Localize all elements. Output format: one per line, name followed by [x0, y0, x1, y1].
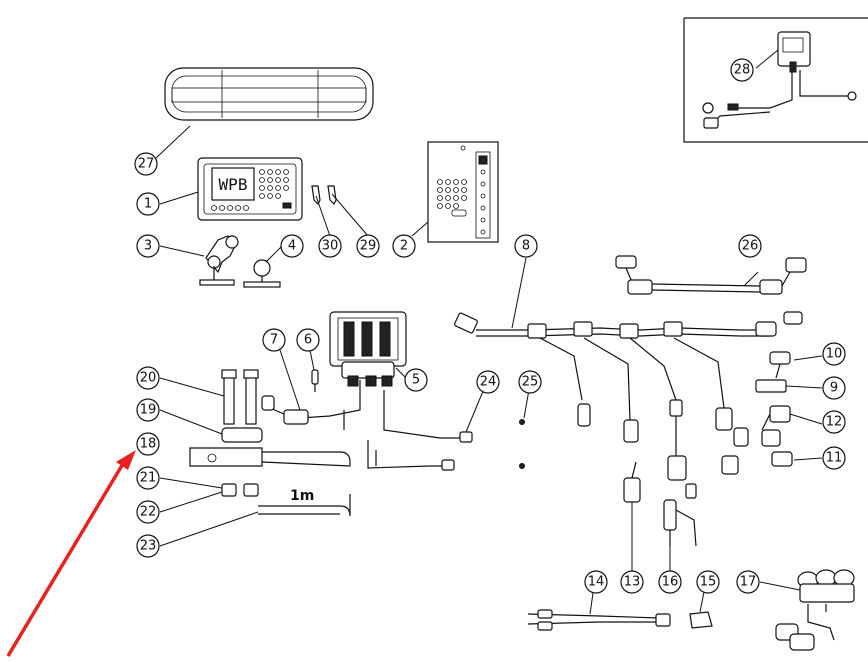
svg-text:15: 15 — [700, 575, 717, 590]
callout-15: 15 — [696, 570, 720, 594]
svg-text:21: 21 — [140, 471, 157, 486]
cable-24 — [367, 390, 473, 471]
svg-text:2: 2 — [400, 239, 408, 254]
callout-18: 18 — [136, 432, 160, 456]
callout-26: 26 — [738, 234, 762, 258]
svg-text:8: 8 — [522, 239, 530, 254]
red-arrow — [6, 450, 136, 657]
callout-24: 24 — [476, 370, 500, 394]
svg-text:10: 10 — [826, 347, 843, 362]
cable-14 — [527, 609, 671, 631]
assembly-17 — [775, 569, 855, 651]
callout-6: 6 — [296, 328, 320, 352]
svg-text:22: 22 — [140, 505, 157, 520]
cover-27 — [164, 67, 374, 121]
callout-28: 28 — [730, 58, 754, 82]
svg-text:3: 3 — [144, 239, 152, 254]
callout-19: 19 — [136, 398, 160, 422]
inset-box — [683, 17, 868, 143]
callout-7: 7 — [262, 328, 286, 352]
callout-30: 30 — [318, 234, 342, 258]
svg-text:17: 17 — [740, 575, 757, 590]
mounting-hardware-18-23: 1m — [189, 369, 351, 517]
small-parts-25 — [519, 419, 525, 469]
svg-text:1: 1 — [144, 197, 152, 212]
sensors-13-16 — [623, 461, 697, 547]
callout-4: 4 — [280, 234, 304, 258]
cable-length-label: 1m — [290, 488, 314, 504]
svg-text:16: 16 — [662, 575, 679, 590]
svg-text:27: 27 — [138, 157, 155, 172]
harness-26 — [615, 255, 807, 325]
callout-17: 17 — [736, 570, 760, 594]
svg-text:4: 4 — [288, 239, 296, 254]
harness-8 — [454, 312, 777, 481]
display-unit-1: WPB — [197, 157, 303, 221]
svg-text:29: 29 — [360, 239, 377, 254]
callout-29: 29 — [356, 234, 380, 258]
callout-21: 21 — [136, 466, 160, 490]
callout-5: 5 — [404, 368, 428, 392]
display-keypad — [211, 169, 292, 211]
leader-lines — [155, 49, 823, 615]
callout-23: 23 — [136, 534, 160, 558]
connectors-9-12 — [721, 351, 793, 475]
svg-text:18: 18 — [140, 437, 157, 452]
svg-text:14: 14 — [588, 575, 605, 590]
svg-text:13: 13 — [624, 575, 641, 590]
callout-25: 25 — [518, 370, 542, 394]
callout-10: 10 — [822, 342, 846, 366]
fuse-6 — [311, 369, 319, 392]
svg-text:23: 23 — [140, 539, 157, 554]
callout-13: 13 — [620, 570, 644, 594]
callout-14: 14 — [584, 570, 608, 594]
callout-27: 27 — [134, 152, 158, 176]
svg-text:24: 24 — [480, 375, 497, 390]
callout-22: 22 — [136, 500, 160, 524]
svg-text:26: 26 — [742, 239, 759, 254]
callout-1: 1 — [136, 192, 160, 216]
svg-text:19: 19 — [140, 403, 157, 418]
panel-2 — [427, 141, 499, 243]
callout-3: 3 — [136, 234, 160, 258]
ecu-5 — [329, 311, 407, 387]
svg-text:20: 20 — [140, 371, 157, 386]
callout-20: 20 — [136, 366, 160, 390]
callout-12: 12 — [822, 410, 846, 434]
control-box-28 — [702, 31, 857, 129]
display-screen-text: WPB — [219, 175, 248, 194]
svg-text:6: 6 — [304, 333, 312, 348]
svg-text:7: 7 — [270, 333, 278, 348]
part-15 — [689, 611, 713, 629]
callout-2: 2 — [392, 234, 416, 258]
panel-keypad — [437, 169, 486, 235]
callouts: 27 1 3 4 30 29 2 28 8 26 7 6 5 24 25 10 … — [134, 58, 846, 594]
clips-29-30 — [311, 185, 337, 206]
svg-text:11: 11 — [826, 451, 843, 466]
svg-text:30: 30 — [322, 239, 339, 254]
mount-3 — [199, 235, 239, 286]
callout-11: 11 — [822, 446, 846, 470]
callout-9: 9 — [822, 376, 846, 400]
svg-text:12: 12 — [826, 415, 843, 430]
svg-text:28: 28 — [734, 63, 751, 78]
cable-7 — [261, 380, 361, 430]
callout-8: 8 — [514, 234, 538, 258]
svg-text:5: 5 — [412, 373, 420, 388]
callout-16: 16 — [658, 570, 682, 594]
ball-mount-4 — [243, 259, 281, 288]
svg-text:25: 25 — [522, 375, 539, 390]
svg-text:9: 9 — [830, 381, 838, 396]
